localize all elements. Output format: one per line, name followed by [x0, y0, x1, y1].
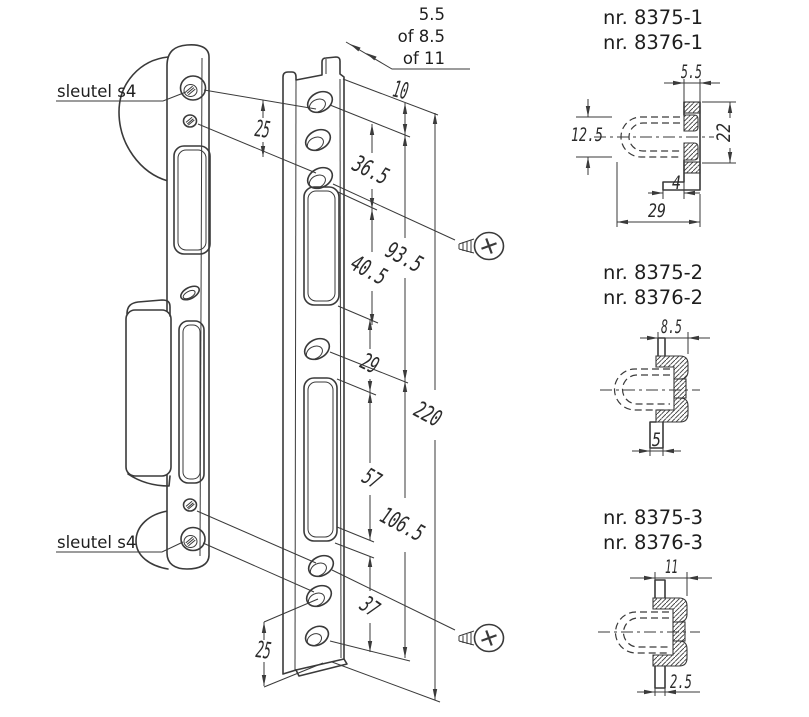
detail-1-top-lip — [683, 101, 701, 114]
main-plate-hole-7 — [304, 625, 330, 647]
main-lower-cutout — [303, 377, 338, 542]
detail-2-top-flange — [655, 355, 689, 380]
right-edge-inner — [339, 78, 342, 659]
dim-106-5: 106.5 — [376, 503, 429, 548]
thickness-line-1: 5.5 — [419, 5, 445, 24]
detail-2-keeper-box-hidden — [613, 368, 670, 411]
bottom-countersunk-hole — [180, 526, 206, 552]
detail-3-keeper-box-hidden — [614, 611, 669, 654]
label-sleutel-bottom: sleutel s4 — [56, 533, 184, 553]
main-plate-hole-4 — [303, 337, 331, 361]
top-lobe — [118, 56, 169, 182]
dim-37: 37 — [354, 591, 383, 622]
main-plate-body — [282, 56, 345, 675]
detail-1-title-1: nr. 8375-1 — [603, 6, 703, 29]
detail-1-dim-foot: 4 — [672, 172, 681, 194]
top-countersunk-hole — [179, 75, 207, 101]
detail-3-title-1: nr. 8375-3 — [603, 506, 703, 529]
upper-cutout — [173, 145, 211, 255]
top-small-hole — [182, 114, 198, 128]
main-upper-cutout — [303, 186, 340, 306]
detail-1-upper-tab — [683, 114, 699, 132]
alignment-lines — [196, 78, 456, 703]
bottom-lobe — [135, 510, 169, 570]
detail-section-2: nr. 8375-2 nr. 8376-2 8.5 5 — [600, 261, 710, 456]
detail-3-web — [672, 621, 686, 642]
oval-hole — [180, 285, 200, 301]
detail-1-bottom-lip — [683, 161, 701, 174]
dim-25-bottom: 25 — [254, 637, 272, 665]
detail-1-dim-left: 12.5 — [571, 124, 603, 146]
detail-3-title-2: nr. 8376-3 — [603, 531, 703, 554]
main-plate-hole-6 — [305, 584, 333, 608]
thickness-line-2: of 8.5 — [398, 27, 445, 46]
dim-25-top: 25 — [253, 116, 271, 144]
detail-2-dim-top: 8.5 — [661, 316, 682, 338]
detail-3-top-flange — [652, 597, 688, 623]
left-keeper-plate — [118, 44, 211, 570]
detail-1-title-2: nr. 8376-1 — [603, 31, 703, 54]
detail-1-plate-outline — [662, 101, 701, 191]
label-thickness-options: 5.5 of 8.5 of 11 — [345, 5, 470, 70]
detail-3-dim-foot: 2.5 — [670, 671, 692, 693]
bottom-small-hole — [182, 498, 198, 512]
detail-2-title-1: nr. 8375-2 — [603, 261, 703, 284]
detail-section-1: nr. 8375-1 nr. 8376-1 5.5 12.5 22 4 29 — [571, 6, 736, 227]
screw-bottom-icon — [458, 623, 505, 653]
detail-2-top-lip — [657, 337, 666, 357]
main-plate-hole-5 — [307, 554, 335, 578]
detail-1-dim-top: 5.5 — [681, 61, 702, 83]
detail-2-bottom-lip — [649, 421, 664, 449]
main-plate-hole-2 — [304, 128, 332, 152]
detail-1-dim-right: 22 — [713, 123, 735, 142]
detail-2-web — [673, 378, 687, 399]
detail-1-dim-total: 29 — [648, 200, 666, 222]
detail-section-3: nr. 8375-3 nr. 8376-3 11 2.5 — [598, 506, 712, 696]
detail-3-bottom-lip — [654, 665, 666, 689]
detail-2-title-2: nr. 8376-2 — [603, 286, 703, 309]
label-sleutel-top: sleutel s4 — [56, 82, 187, 102]
main-strike-plate — [282, 56, 348, 677]
detail-3-top-lip — [654, 579, 666, 599]
lower-cutout — [178, 320, 205, 484]
keeper-box — [125, 299, 172, 487]
detail-2-dim-foot: 5 — [652, 429, 661, 451]
detail-2-bottom-flange — [655, 397, 689, 423]
thickness-line-3: of 11 — [403, 49, 445, 68]
dim-57: 57 — [358, 464, 386, 495]
screw-top-icon — [458, 231, 505, 261]
dim-10: 10 — [390, 77, 410, 106]
detail-3-dim-top: 11 — [665, 556, 678, 578]
main-dimensions: 25 10 36.5 40.5 93.5 29 220 57 106.5 37 … — [253, 77, 446, 700]
detail-3-bottom-flange — [652, 640, 688, 667]
sleutel-bottom-text: sleutel s4 — [57, 533, 136, 552]
dim-36-5: 36.5 — [348, 151, 393, 191]
dim-29: 29 — [356, 349, 383, 380]
flange-fold-line — [294, 79, 297, 671]
dim-220: 220 — [410, 397, 446, 433]
detail-1-lower-tab — [683, 142, 699, 161]
sleutel-top-text: sleutel s4 — [57, 82, 136, 101]
